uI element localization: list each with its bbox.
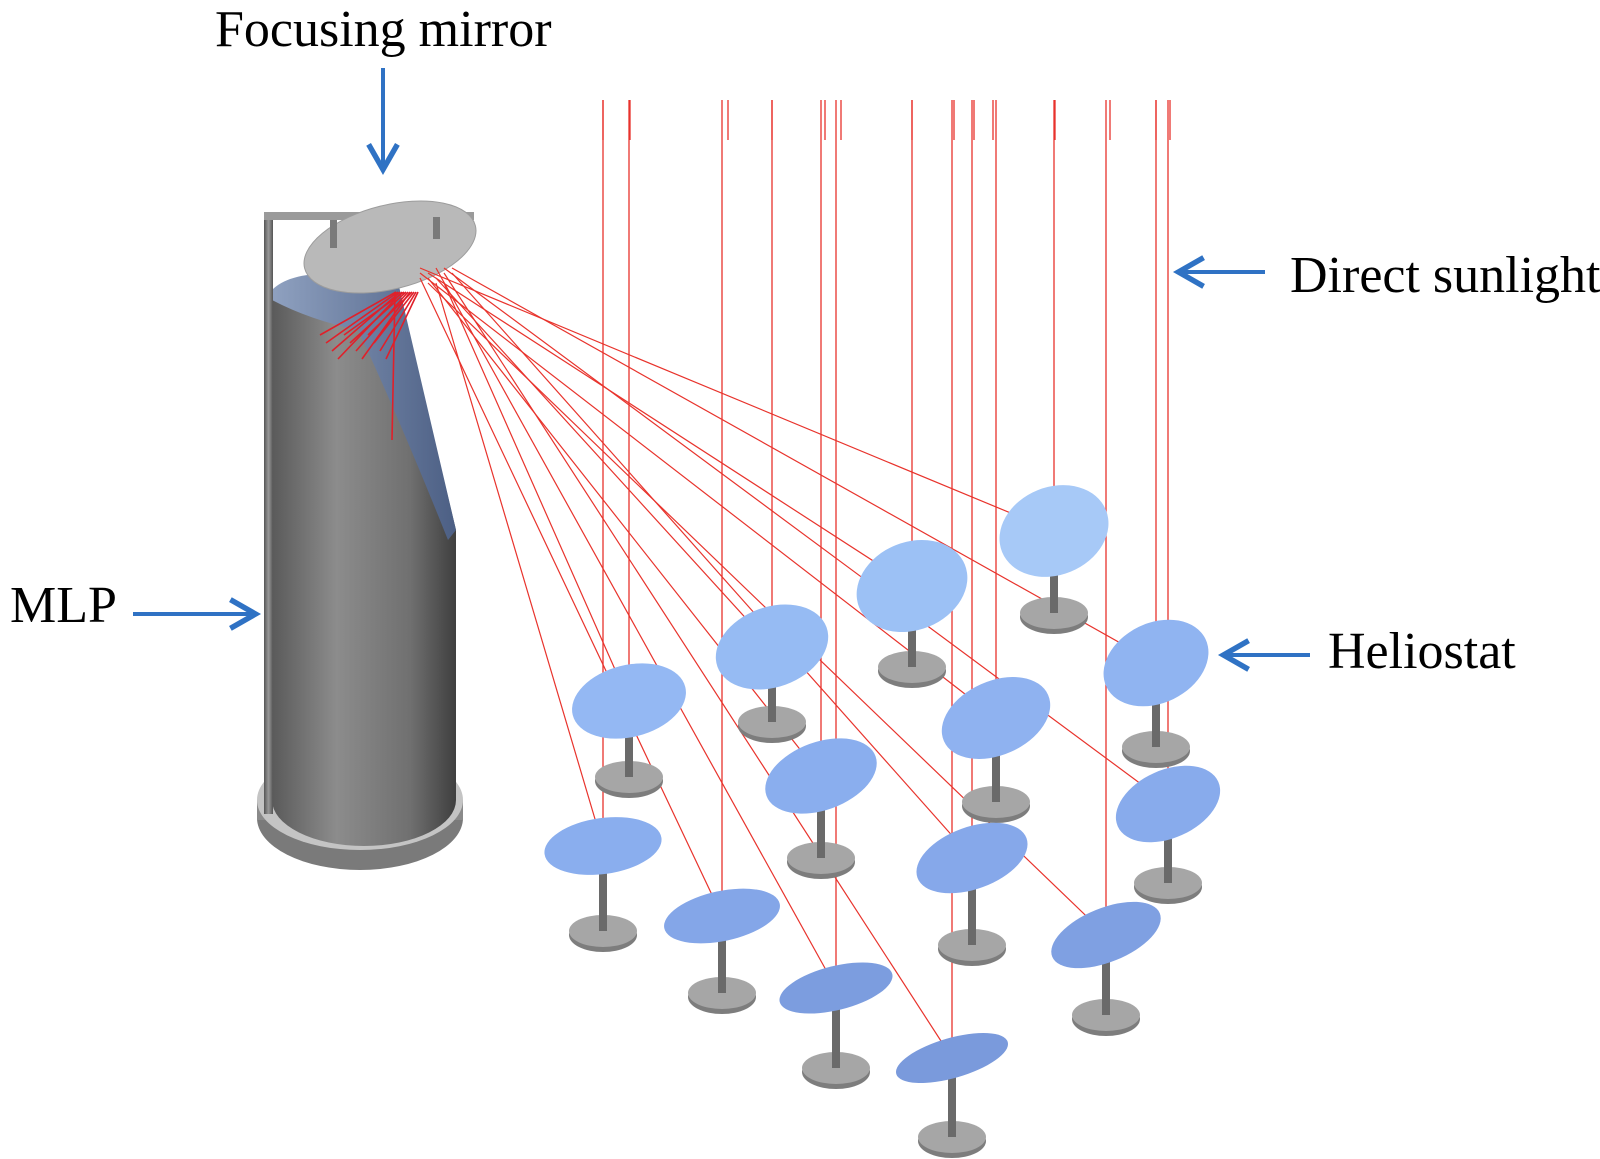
heliostat-pole [992, 718, 1000, 802]
heliostat [544, 817, 662, 952]
mlp-label: MLP [10, 577, 117, 634]
support-pole [264, 214, 273, 814]
heliostat-mirror [572, 663, 686, 739]
reflected-ray [443, 282, 630, 702]
heliostat-pole [832, 988, 840, 1068]
focused-ray [349, 291, 407, 344]
reflected-ray [451, 272, 973, 859]
heliostat-pole [1152, 663, 1160, 747]
focusing-mirror-disc [303, 200, 477, 294]
heliostat-mirror [1115, 765, 1221, 843]
heliostat-mirror [999, 485, 1109, 577]
reflected-ray [435, 282, 604, 847]
heliostat [1115, 765, 1221, 904]
heliostat-pole [817, 776, 825, 858]
heliostat-mirror [1051, 901, 1161, 969]
focused-rays [319, 291, 419, 441]
reflected-ray [435, 277, 773, 648]
heliostat-mirror [664, 888, 780, 944]
tower-inner-surface [272, 273, 456, 540]
heliostat [941, 677, 1051, 823]
heliostat-mirror [856, 539, 968, 633]
focused-ray [367, 291, 413, 336]
heliostat [895, 1032, 1009, 1158]
mirror-post-left [330, 220, 337, 248]
mlp-tower [257, 200, 477, 870]
heliostat [1051, 901, 1161, 1036]
heliostat [1103, 619, 1209, 768]
heliostat-mirror [715, 604, 829, 690]
focused-ray [391, 291, 396, 441]
focused-ray [343, 291, 405, 336]
heliostat-pole [948, 1058, 956, 1137]
reflected-ray [427, 272, 913, 587]
focused-ray [331, 291, 401, 352]
heliostat-mirror [779, 962, 893, 1014]
heliostat-pole [625, 701, 633, 777]
reflected-ray [419, 277, 723, 917]
heliostat-mirror [1103, 619, 1209, 707]
focused-ray [379, 291, 417, 352]
heliostat-mirror [941, 677, 1051, 759]
direct-sunlight-label: Direct sunlight [1290, 247, 1600, 304]
heliostat-pole [1164, 804, 1172, 883]
heliostat-pole [599, 846, 607, 931]
heliostat-mirror [916, 822, 1028, 894]
focused-ray [361, 291, 411, 360]
heliostat-field [544, 485, 1221, 1158]
heliostat [779, 962, 893, 1089]
heliostat [999, 485, 1109, 634]
heliostat-pole [1102, 935, 1110, 1015]
reflected-ray [419, 272, 997, 719]
heliostat [715, 604, 829, 743]
reflected-ray [443, 272, 953, 1059]
focused-ray [385, 291, 419, 360]
focused-ray [325, 291, 399, 344]
heliostat-pole [968, 858, 976, 945]
mirror-post-right [433, 217, 440, 239]
heliostat-mirror [895, 1032, 1009, 1084]
reflected-ray [451, 267, 1157, 664]
heliostat-mirror [544, 817, 662, 875]
heliostat-pole [718, 916, 726, 993]
heliostat [765, 738, 877, 879]
reflected-ray [435, 267, 837, 989]
heliostat [664, 888, 780, 1014]
heliostat-label: Heliostat [1328, 623, 1516, 680]
heliostat [916, 822, 1028, 966]
heliostat [572, 663, 686, 798]
focusing-mirror-label: Focusing mirror [215, 1, 552, 58]
tower-body [272, 290, 456, 846]
focused-ray [319, 291, 397, 336]
heliostat-mirror [765, 738, 877, 814]
reflected-ray [427, 277, 822, 777]
heliostat [856, 539, 968, 688]
reflected-ray [419, 267, 1055, 532]
